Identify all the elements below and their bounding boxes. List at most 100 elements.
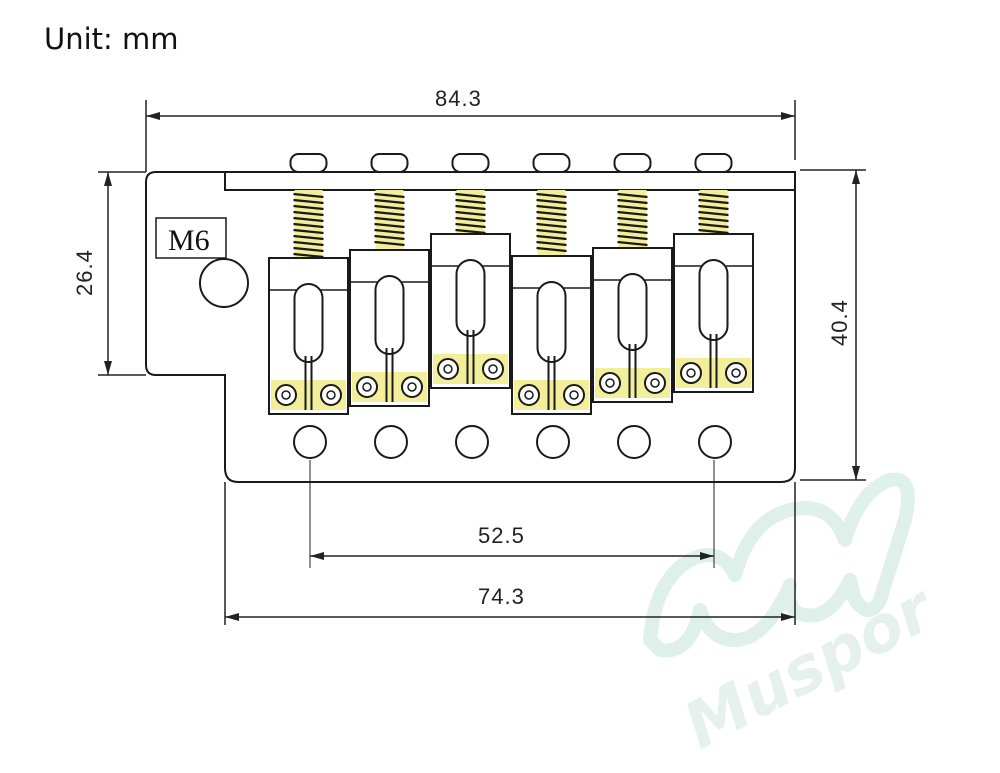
spring-coil — [455, 222, 486, 229]
arrow-overall-left — [146, 112, 160, 120]
spring-coil — [455, 198, 486, 205]
spring-coil — [293, 216, 324, 223]
spring-coil — [617, 222, 648, 229]
height-screw — [401, 376, 423, 398]
intonation-screw-head — [532, 153, 571, 173]
string-hole-3 — [455, 425, 489, 459]
height-screw — [563, 384, 585, 406]
arrow-hole-right — [700, 552, 714, 560]
spring-coil — [374, 240, 405, 247]
height-screw — [320, 384, 342, 406]
top-rail — [224, 171, 796, 191]
height-screw — [437, 358, 459, 380]
spring-coil — [536, 210, 567, 217]
spring-coil — [536, 246, 567, 253]
height-screw-inner — [407, 382, 417, 392]
spring-coil — [374, 210, 405, 217]
spring-coil — [536, 228, 567, 235]
saddle-slot — [536, 281, 567, 363]
spring-coil — [293, 204, 324, 211]
string-hole-6 — [698, 425, 732, 459]
spring-coil — [617, 210, 648, 217]
dimension-arrows — [104, 112, 860, 621]
spring-coil — [293, 246, 324, 253]
arrow-right-height-bottom — [852, 466, 860, 480]
spring-coil — [698, 192, 729, 199]
spring-coil — [698, 222, 729, 229]
height-screw — [518, 384, 540, 406]
dimension-lines — [98, 100, 866, 625]
height-screw-inner — [362, 382, 372, 392]
spring-coil — [293, 192, 324, 199]
height-screw-inner — [605, 378, 615, 388]
watermark-logo-shape — [643, 472, 915, 658]
intonation-screw-head — [370, 153, 409, 173]
dim-label-right-height: 40.4 — [827, 299, 852, 346]
saddle-slot — [617, 273, 648, 351]
intonation-screw-head — [451, 153, 490, 173]
string-hole-4 — [536, 425, 570, 459]
height-screw-inner — [443, 364, 453, 374]
bridge-outline — [145, 171, 796, 483]
spring-coil — [455, 192, 486, 199]
spring-coil — [293, 234, 324, 241]
saddle-slot — [374, 275, 405, 355]
spring-coil — [293, 210, 324, 217]
height-screw-inner — [686, 368, 696, 378]
m6-label: M6 — [168, 224, 210, 257]
spring-coil — [617, 228, 648, 235]
dim-label-hole-span: 52.5 — [478, 523, 525, 548]
spring-coil — [293, 228, 324, 235]
spring-coil — [698, 204, 729, 211]
height-screw-inner — [524, 390, 534, 400]
saddle-slot — [293, 283, 324, 363]
height-screw-inner — [569, 390, 579, 400]
height-screw — [725, 362, 747, 384]
spring-coil — [536, 234, 567, 241]
saddle-5 — [592, 153, 673, 403]
string-hole-2 — [374, 425, 408, 459]
spring-coil — [698, 228, 729, 235]
string-hole-5 — [617, 425, 651, 459]
spring-coil — [536, 198, 567, 205]
spring-coil — [617, 216, 648, 223]
arrow-right-height-top — [852, 170, 860, 184]
saddle-group — [268, 153, 754, 415]
height-screw — [680, 362, 702, 384]
spring-coil — [536, 204, 567, 211]
spring-coil — [374, 222, 405, 229]
intonation-screw-head — [289, 153, 328, 173]
spring-coil — [698, 216, 729, 223]
intonation-screw-head — [694, 153, 733, 173]
dim-label-overall-width: 84.3 — [435, 86, 482, 111]
saddle-slot — [698, 259, 729, 341]
mounting-hole-m6 — [199, 258, 249, 308]
spring-coil — [455, 204, 486, 211]
spring-coil — [455, 210, 486, 217]
spring-coil — [293, 240, 324, 247]
saddle-1 — [268, 153, 349, 415]
spring-coil — [374, 234, 405, 241]
saddle-3 — [430, 153, 511, 389]
height-screw-inner — [281, 390, 291, 400]
spring-coil — [536, 192, 567, 199]
height-screw-inner — [731, 368, 741, 378]
saddle-2 — [349, 153, 430, 407]
spring-coil — [293, 252, 324, 259]
height-screw — [599, 372, 621, 394]
spring-coil — [374, 204, 405, 211]
dim-label-base-width: 74.3 — [478, 584, 525, 609]
arrow-base-left — [225, 613, 239, 621]
dim-label-left-height: 26.4 — [72, 249, 97, 296]
arrow-hole-left — [310, 552, 324, 560]
height-screw — [482, 358, 504, 380]
arrow-overall-right — [781, 112, 795, 120]
saddle-4 — [511, 153, 592, 415]
spring-coil — [536, 216, 567, 223]
spring-coil — [455, 228, 486, 235]
height-screw — [644, 372, 666, 394]
spring-coil — [374, 216, 405, 223]
spring-coil — [374, 192, 405, 199]
saddle-6 — [673, 153, 754, 393]
